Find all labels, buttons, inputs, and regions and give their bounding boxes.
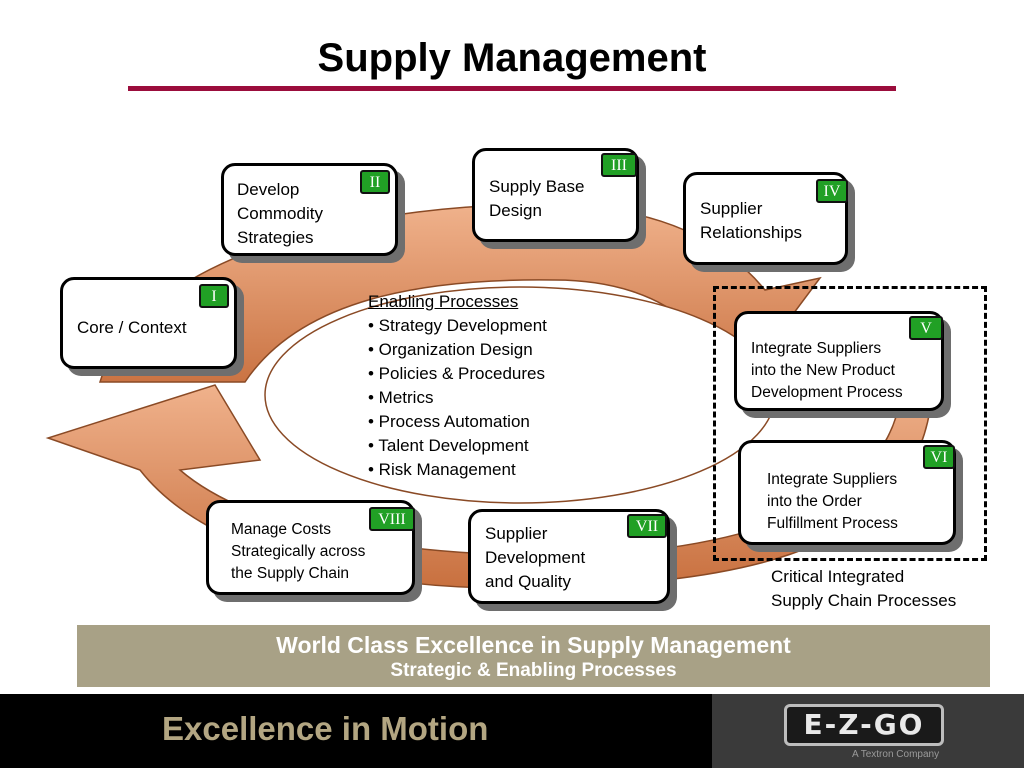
enabling-item: • Risk Management — [368, 460, 516, 479]
process-number-badge: VIII — [369, 507, 415, 531]
process-number-badge: II — [360, 170, 390, 194]
process-label: Integrate Suppliers into the New Product… — [751, 340, 903, 401]
process-label: Integrate Suppliers into the Order Fulfi… — [767, 471, 898, 532]
banner-title: World Class Excellence in Supply Managem… — [276, 632, 791, 658]
enabling-heading: Enabling Processes — [368, 292, 519, 311]
process-number-badge: VII — [627, 514, 667, 538]
process-number-badge: VI — [923, 445, 955, 469]
page-title: Supply Management — [317, 36, 707, 80]
enabling-item: • Strategy Development — [368, 316, 547, 335]
process-box-commodity-strategies: Develop Commodity Strategies II — [221, 163, 398, 256]
ezgo-logo: E-Z-GO — [784, 704, 944, 746]
process-number-badge: I — [199, 284, 229, 308]
process-box-new-product-development: Integrate Suppliers into the New Product… — [734, 311, 944, 411]
critical-processes-frame — [713, 286, 987, 561]
process-number-badge: IV — [816, 179, 848, 203]
summary-banner: World Class Excellence in Supply Managem… — [77, 625, 990, 687]
enabling-item: • Organization Design — [368, 340, 533, 359]
enabling-processes: Enabling Processes • Strategy Developmen… — [368, 290, 547, 482]
enabling-item: • Process Automation — [368, 412, 530, 431]
footer-tagline: Excellence in Motion — [162, 710, 489, 747]
process-box-manage-costs: Manage Costs Strategically across the Su… — [206, 500, 415, 595]
process-box-supplier-relationships: Supplier Relationships IV — [683, 172, 848, 265]
logo-panel: E-Z-GO A Textron Company — [712, 694, 1024, 768]
enabling-item: • Policies & Procedures — [368, 364, 545, 383]
enabling-item: • Metrics — [368, 388, 434, 407]
process-label: Core / Context — [77, 318, 187, 337]
critical-processes-label: Critical Integrated Supply Chain Process… — [771, 567, 957, 610]
process-number-badge: III — [601, 153, 637, 177]
process-box-supply-base-design: Supply Base Design III — [472, 148, 639, 242]
process-number-badge: V — [909, 316, 943, 340]
title-underline — [128, 86, 896, 91]
footer-bar: Excellence in Motion E-Z-GO A Textron Co… — [0, 694, 1024, 768]
process-box-core-context: Core / Context I — [60, 277, 237, 369]
process-box-order-fulfillment: Integrate Suppliers into the Order Fulfi… — [738, 440, 956, 545]
process-label: Develop Commodity Strategies — [237, 180, 323, 247]
enabling-item: • Talent Development — [368, 436, 529, 455]
process-label: Supplier Development and Quality — [485, 524, 586, 591]
process-label: Manage Costs Strategically across the Su… — [231, 521, 366, 582]
logo-subtitle: A Textron Company — [852, 749, 940, 760]
banner-subtitle: Strategic & Enabling Processes — [390, 660, 677, 681]
process-label: Supplier Relationships — [700, 199, 803, 242]
process-label: Supply Base Design — [489, 177, 585, 220]
process-box-supplier-development: Supplier Development and Quality VII — [468, 509, 670, 604]
